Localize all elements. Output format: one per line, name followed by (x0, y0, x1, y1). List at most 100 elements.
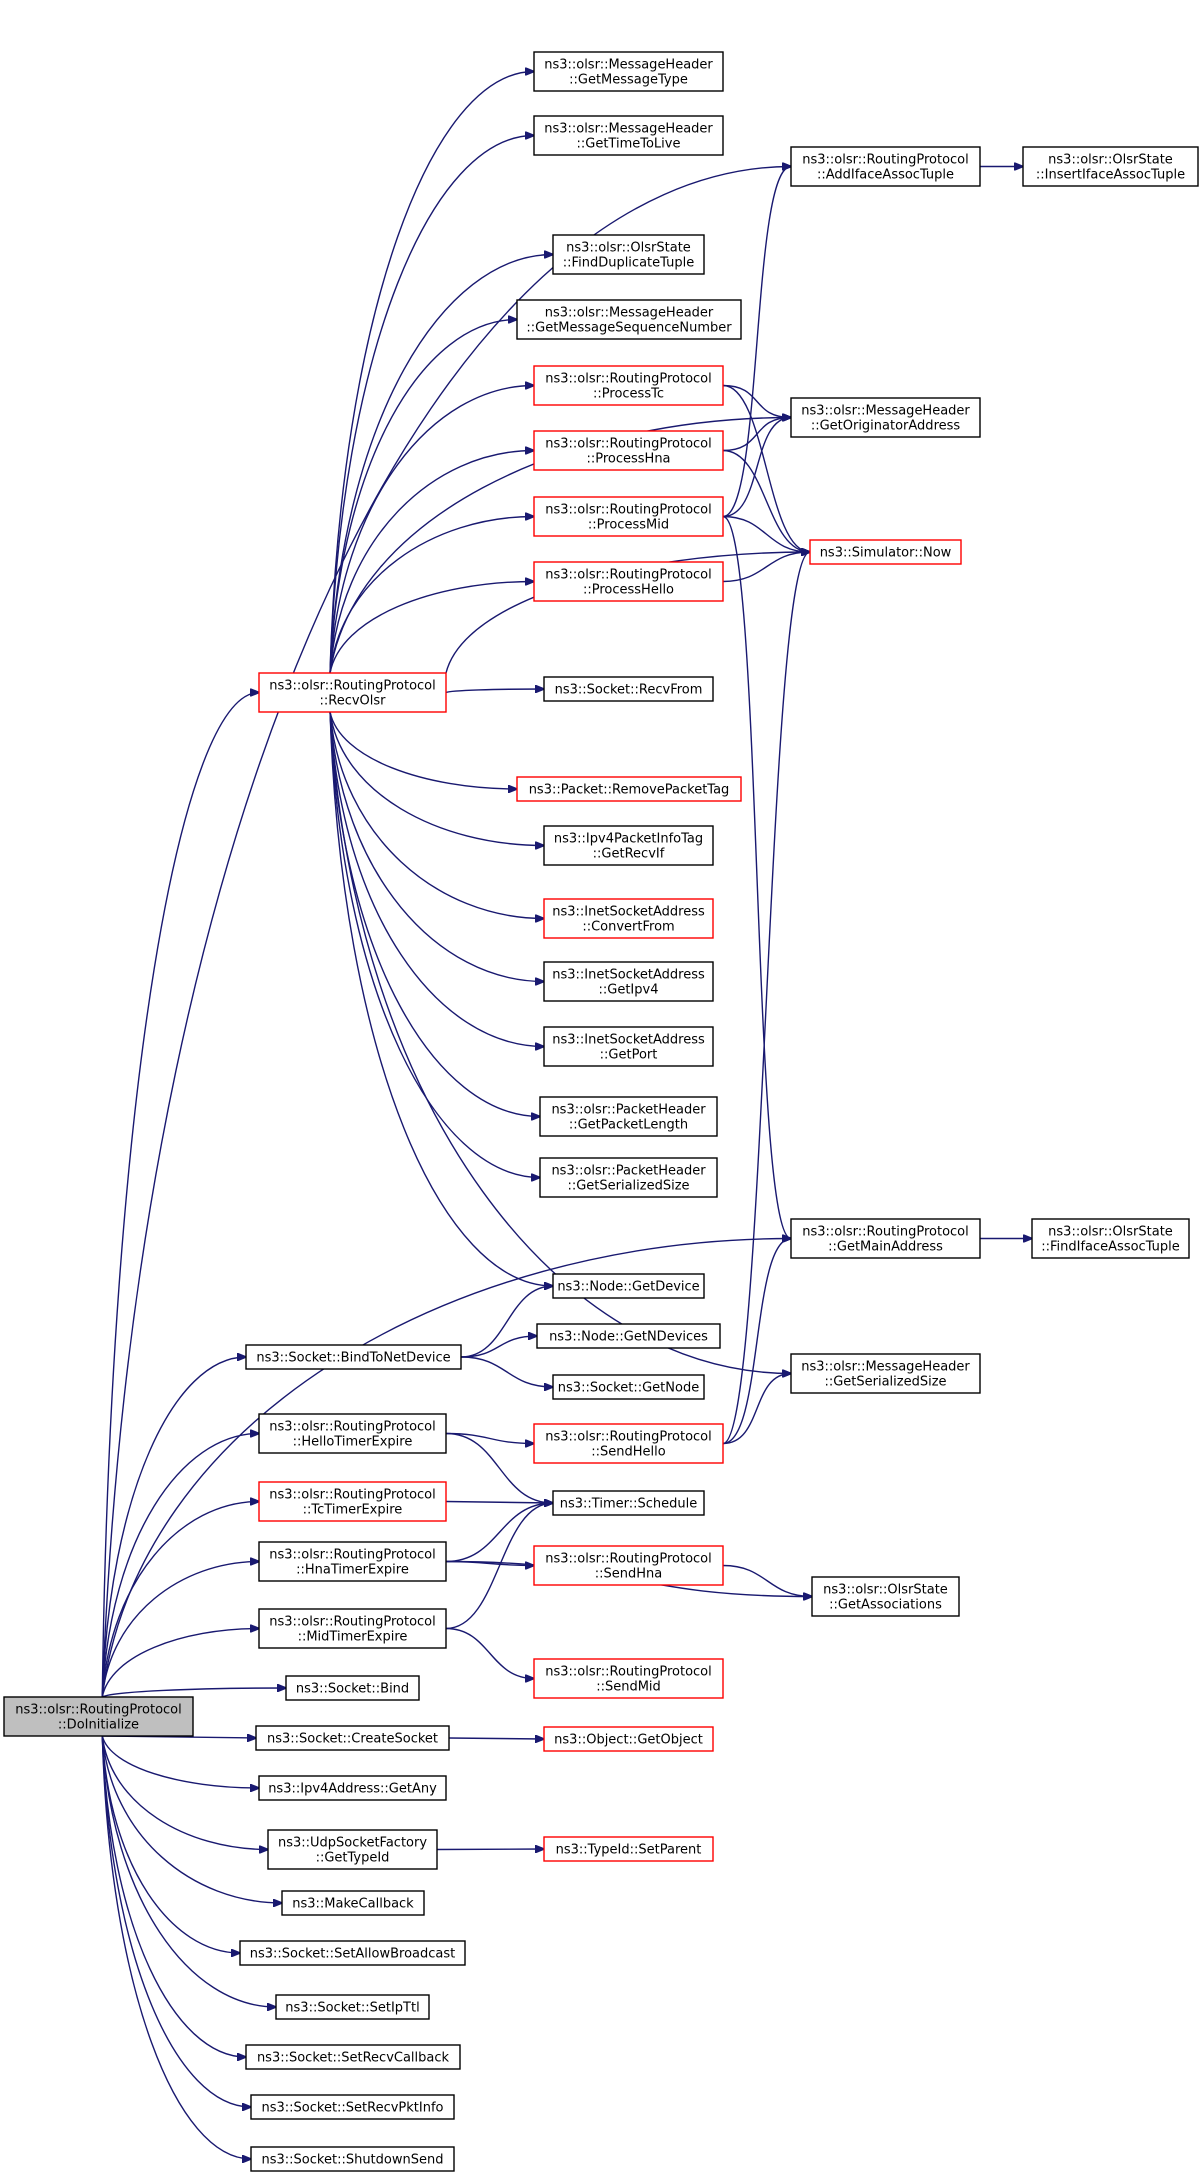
node-getnode[interactable]: ns3::Socket::GetNode (552, 1374, 705, 1400)
node-box (533, 1658, 724, 1699)
node-label: ns3::UdpSocketFactory (278, 1836, 427, 1851)
node-getpktser[interactable]: ns3::olsr::PacketHeader::GetSerializedSi… (539, 1157, 718, 1198)
node-box (543, 1726, 714, 1752)
node-getmsgseq[interactable]: ns3::olsr::MessageHeader::GetMessageSequ… (516, 299, 742, 340)
node-label: ns3::Socket::SetRecvCallback (257, 2051, 450, 2066)
node-box (533, 115, 724, 156)
node-label: ::HelloTimerExpire (293, 1435, 413, 1450)
node-convertfrom[interactable]: ns3::InetSocketAddress::ConvertFrom (543, 898, 714, 939)
node-box (285, 1675, 420, 1701)
node-getport[interactable]: ns3::InetSocketAddress::GetPort (543, 1026, 714, 1067)
node-udpfactory[interactable]: ns3::UdpSocketFactory::GetTypeId (267, 1829, 438, 1870)
node-box (539, 1157, 718, 1198)
edge-processhna-to-getorig (722, 418, 791, 452)
edge-sendhello-to-getmainaddr (722, 1239, 791, 1445)
node-label: ns3::Timer::Schedule (560, 1497, 697, 1512)
edge-doinit-to-midtimer (101, 1629, 259, 1698)
node-box (516, 299, 742, 340)
edge-recvolsr-to-processhna (329, 451, 534, 674)
node-label: ns3::olsr::RoutingProtocol (269, 679, 436, 694)
node-bind[interactable]: ns3::Socket::Bind (285, 1675, 420, 1701)
node-finddup[interactable]: ns3::olsr::OlsrState::FindDuplicateTuple (552, 234, 705, 275)
node-msgserial[interactable]: ns3::olsr::MessageHeader::GetSerializedS… (790, 1353, 981, 1394)
node-schedule[interactable]: ns3::Timer::Schedule (552, 1490, 705, 1516)
node-getttl[interactable]: ns3::olsr::MessageHeader::GetTimeToLive (533, 115, 724, 156)
node-recvolsr[interactable]: ns3::olsr::RoutingProtocol::RecvOlsr (258, 672, 447, 713)
node-label: ::GetTimeToLive (577, 137, 681, 152)
node-box (533, 496, 724, 537)
node-box (258, 1775, 447, 1801)
node-box (245, 2044, 461, 2070)
node-insertiface[interactable]: ns3::olsr::OlsrState::InsertIfaceAssocTu… (1022, 146, 1199, 187)
node-getipv4[interactable]: ns3::InetSocketAddress::GetIpv4 (543, 961, 714, 1002)
node-setbcast[interactable]: ns3::Socket::SetAllowBroadcast (239, 1940, 466, 1966)
edge-hnatimer-to-schedule (445, 1503, 553, 1563)
node-box (275, 1994, 430, 2020)
node-setrecvpkt[interactable]: ns3::Socket::SetRecvPktInfo (250, 2094, 455, 2120)
node-setparent[interactable]: ns3::TypeId::SetParent (543, 1836, 714, 1862)
edge-doinit-to-makecb (101, 1735, 282, 1903)
node-hellotimer[interactable]: ns3::olsr::RoutingProtocol::HelloTimerEx… (258, 1413, 447, 1454)
node-label: ns3::olsr::RoutingProtocol (545, 1430, 712, 1445)
node-label: ns3::Node::GetNDevices (549, 1330, 708, 1345)
node-box (790, 397, 981, 438)
node-shutdown[interactable]: ns3::Socket::ShutdownSend (250, 2146, 455, 2172)
node-now[interactable]: ns3::Simulator::Now (809, 539, 962, 565)
node-processhna[interactable]: ns3::olsr::RoutingProtocol::ProcessHna (533, 430, 724, 471)
node-hnatimer[interactable]: ns3::olsr::RoutingProtocol::HnaTimerExpi… (258, 1541, 447, 1582)
node-setrecvcb[interactable]: ns3::Socket::SetRecvCallback (245, 2044, 461, 2070)
node-label: ::InsertIfaceAssocTuple (1036, 168, 1185, 183)
node-label: ns3::Simulator::Now (820, 546, 952, 561)
node-findiface[interactable]: ns3::olsr::OlsrState::FindIfaceAssocTupl… (1031, 1218, 1190, 1259)
node-addiface[interactable]: ns3::olsr::RoutingProtocol::AddIfaceAsso… (790, 146, 981, 187)
node-box (811, 1576, 960, 1617)
node-processtc[interactable]: ns3::olsr::RoutingProtocol::ProcessTc (533, 365, 724, 406)
node-tctimer[interactable]: ns3::olsr::RoutingProtocol::TcTimerExpir… (258, 1481, 447, 1522)
node-label: ns3::olsr::RoutingProtocol (269, 1488, 436, 1503)
node-midtimer[interactable]: ns3::olsr::RoutingProtocol::MidTimerExpi… (258, 1608, 447, 1649)
node-sendhna[interactable]: ns3::olsr::RoutingProtocol::SendHna (533, 1545, 724, 1586)
node-box (533, 430, 724, 471)
node-label: ::SendMid (596, 1680, 661, 1695)
edge-recvolsr-to-getdevice (329, 711, 553, 1286)
node-removetag[interactable]: ns3::Packet::RemovePacketTag (516, 776, 742, 802)
node-processhello[interactable]: ns3::olsr::RoutingProtocol::ProcessHello (533, 561, 724, 602)
edge-midtimer-to-sendmid (445, 1627, 534, 1679)
edge-processmid-to-now (722, 515, 810, 553)
node-getpktlen[interactable]: ns3::olsr::PacketHeader::GetPacketLength (539, 1096, 718, 1137)
node-label: ns3::Socket::SetRecvPktInfo (261, 2101, 443, 2116)
edge-doinit-to-hellotimer (101, 1434, 259, 1698)
node-label: ns3::Ipv4PacketInfoTag (554, 832, 703, 847)
node-label: ::GetOriginatorAddress (811, 419, 961, 434)
node-getrecvif[interactable]: ns3::Ipv4PacketInfoTag::GetRecvIf (543, 825, 714, 866)
edge-recvolsr-to-getmsgseq (329, 320, 517, 674)
node-getmsgtype[interactable]: ns3::olsr::MessageHeader::GetMessageType (533, 51, 724, 92)
node-label: ns3::Socket::RecvFrom (555, 683, 703, 698)
node-doinit[interactable]: ns3::olsr::RoutingProtocol::DoInitialize (3, 1696, 194, 1737)
node-getobject[interactable]: ns3::Object::GetObject (543, 1726, 714, 1752)
node-getany[interactable]: ns3::Ipv4Address::GetAny (258, 1775, 447, 1801)
node-bindnet[interactable]: ns3::Socket::BindToNetDevice (245, 1344, 462, 1370)
edge-doinit-to-udpfactory (101, 1735, 268, 1850)
node-box (258, 1608, 447, 1649)
node-getndevices[interactable]: ns3::Node::GetNDevices (536, 1323, 721, 1349)
edge-hellotimer-to-schedule (445, 1432, 553, 1504)
node-getmainaddr[interactable]: ns3::olsr::RoutingProtocol::GetMainAddre… (790, 1218, 981, 1259)
node-getassoc[interactable]: ns3::olsr::OlsrState::GetAssociations (811, 1576, 960, 1617)
node-makecb[interactable]: ns3::MakeCallback (281, 1890, 425, 1916)
edge-sendhna-to-getassoc (722, 1564, 812, 1597)
node-processmid[interactable]: ns3::olsr::RoutingProtocol::ProcessMid (533, 496, 724, 537)
node-label: ::GetAssociations (829, 1598, 942, 1613)
node-setipttl[interactable]: ns3::Socket::SetIpTtl (275, 1994, 430, 2020)
node-label: ns3::olsr::RoutingProtocol (545, 568, 712, 583)
node-sendmid[interactable]: ns3::olsr::RoutingProtocol::SendMid (533, 1658, 724, 1699)
node-sendhello[interactable]: ns3::olsr::RoutingProtocol::SendHello (533, 1423, 724, 1464)
node-getorig[interactable]: ns3::olsr::MessageHeader::GetOriginatorA… (790, 397, 981, 438)
node-getdevice[interactable]: ns3::Node::GetDevice (552, 1273, 705, 1299)
node-recvfrom[interactable]: ns3::Socket::RecvFrom (543, 676, 714, 702)
node-createsocket[interactable]: ns3::Socket::CreateSocket (255, 1725, 450, 1751)
node-box (245, 1344, 462, 1370)
node-label: ::GetPacketLength (569, 1118, 688, 1133)
edge-recvolsr-to-getipv4 (329, 711, 544, 982)
